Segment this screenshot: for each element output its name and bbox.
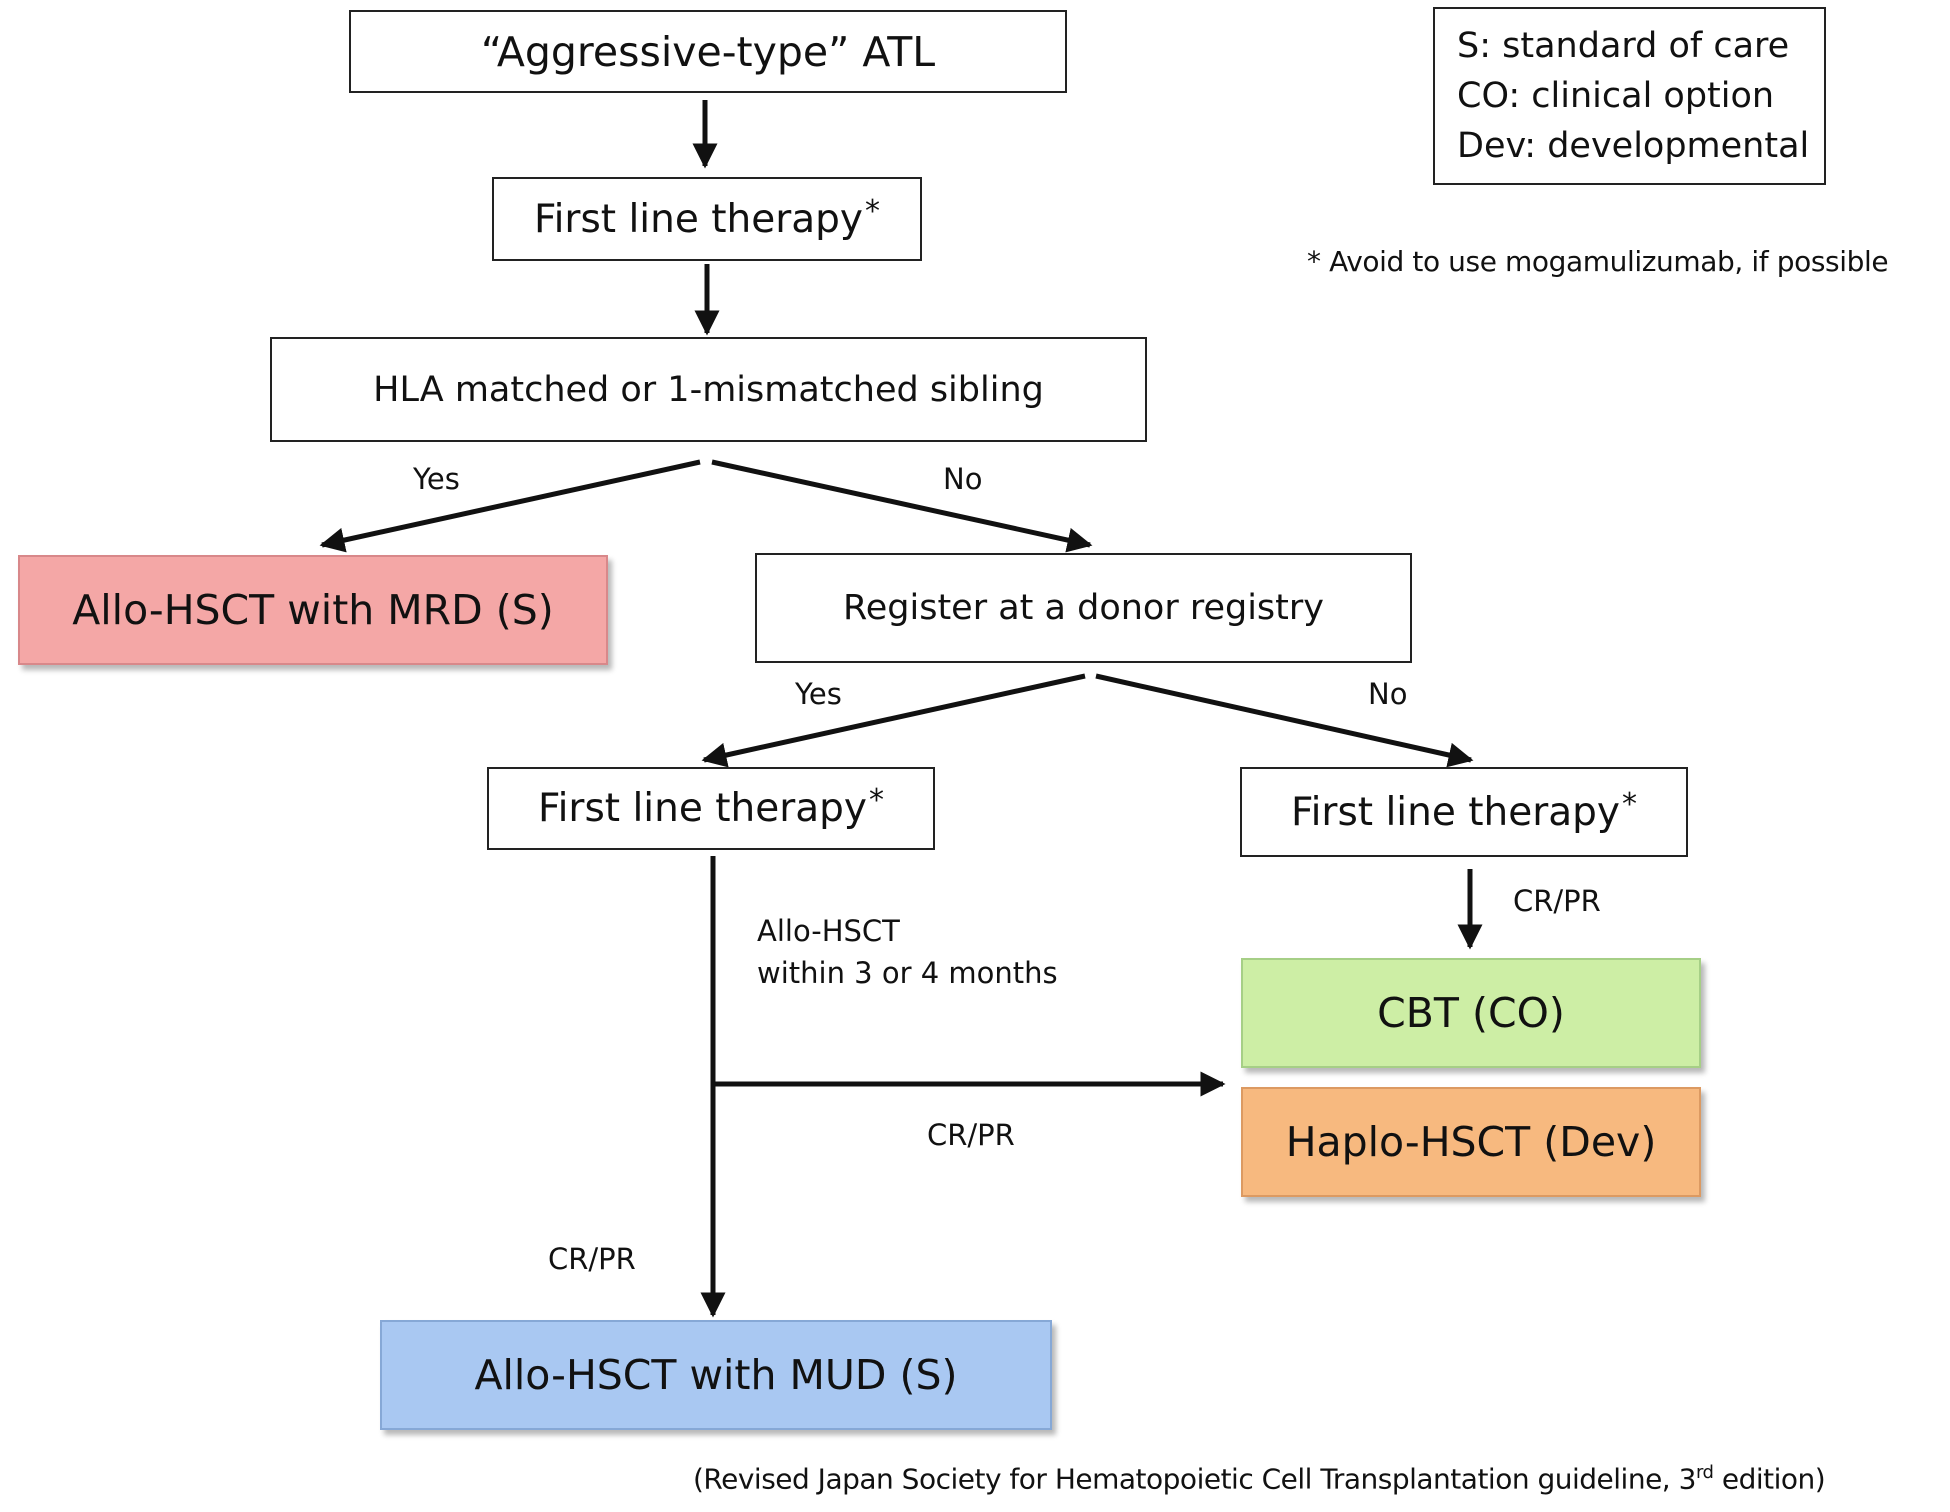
node-first-line-3-label: First line therapy [1290, 789, 1621, 835]
edge-label-allo-within: Allo-HSCT within 3 or 4 months [757, 910, 1058, 994]
edge-label-allo-line2: within 3 or 4 months [757, 956, 1058, 990]
citation-text-end: edition) [1713, 1462, 1826, 1496]
asterisk-mark: * [1622, 786, 1638, 822]
arrow-registry-yes [701, 673, 1086, 768]
edge-label-allo-line1: Allo-HSCT [757, 914, 900, 948]
footnote-mogamulizumab: * Avoid to use mogamulizumab, if possibl… [1307, 245, 1889, 278]
node-first-line-therapy-1: First line therapy* [492, 177, 922, 261]
node-allo-hsct-mrd: Allo-HSCT with MRD (S) [18, 555, 608, 665]
node-aggressive-type-atl: “Aggressive-type” ATL [349, 10, 1067, 93]
legend-clinical-option: CO: clinical option [1457, 76, 1775, 116]
arrow-hla-yes [319, 459, 701, 553]
node-hla-sibling-label: HLA matched or 1-mismatched sibling [373, 369, 1044, 410]
node-first-line-therapy-2: First line therapy* [487, 767, 935, 850]
node-haplo-label: Haplo-HSCT (Dev) [1285, 1118, 1657, 1166]
node-cbt-label: CBT (CO) [1377, 989, 1565, 1037]
citation-superscript: rd [1695, 1462, 1714, 1483]
edge-label-yes-1: Yes [413, 462, 460, 496]
legend-standard-of-care: S: standard of care [1457, 26, 1790, 66]
node-hla-sibling: HLA matched or 1-mismatched sibling [270, 337, 1147, 442]
edge-label-cr-pr-bottom: CR/PR [548, 1242, 636, 1276]
citation: (Revised Japan Society for Hematopoietic… [693, 1462, 1826, 1496]
asterisk-mark: * [865, 193, 881, 229]
citation-text: (Revised Japan Society for Hematopoietic… [693, 1462, 1696, 1496]
arrow-hla-no [711, 459, 1093, 553]
asterisk-mark: * [869, 783, 885, 818]
edge-label-no-1: No [943, 462, 983, 496]
edge-label-cr-pr-middle: CR/PR [927, 1118, 1015, 1152]
node-first-line-therapy-3: First line therapy* [1240, 767, 1688, 857]
edge-label-cr-pr-right: CR/PR [1513, 884, 1601, 918]
edge-label-no-2: No [1368, 677, 1408, 711]
node-donor-registry-label: Register at a donor registry [843, 588, 1324, 628]
legend-developmental: Dev: developmental [1457, 126, 1810, 166]
arrow-registry-no [1095, 673, 1474, 768]
node-first-line-1-label: First line therapy [533, 196, 864, 242]
edge-label-yes-2: Yes [795, 677, 842, 711]
node-atl-label: “Aggressive-type” ATL [480, 27, 936, 76]
node-cbt: CBT (CO) [1241, 958, 1701, 1068]
node-allo-mrd-label: Allo-HSCT with MRD (S) [72, 586, 554, 634]
node-allo-hsct-mud: Allo-HSCT with MUD (S) [380, 1320, 1052, 1430]
legend-box: S: standard of care CO: clinical option … [1433, 7, 1826, 185]
node-first-line-2-label: First line therapy [537, 786, 868, 831]
node-haplo-hsct: Haplo-HSCT (Dev) [1241, 1087, 1701, 1197]
node-allo-mud-label: Allo-HSCT with MUD (S) [474, 1351, 958, 1399]
node-donor-registry: Register at a donor registry [755, 553, 1412, 663]
